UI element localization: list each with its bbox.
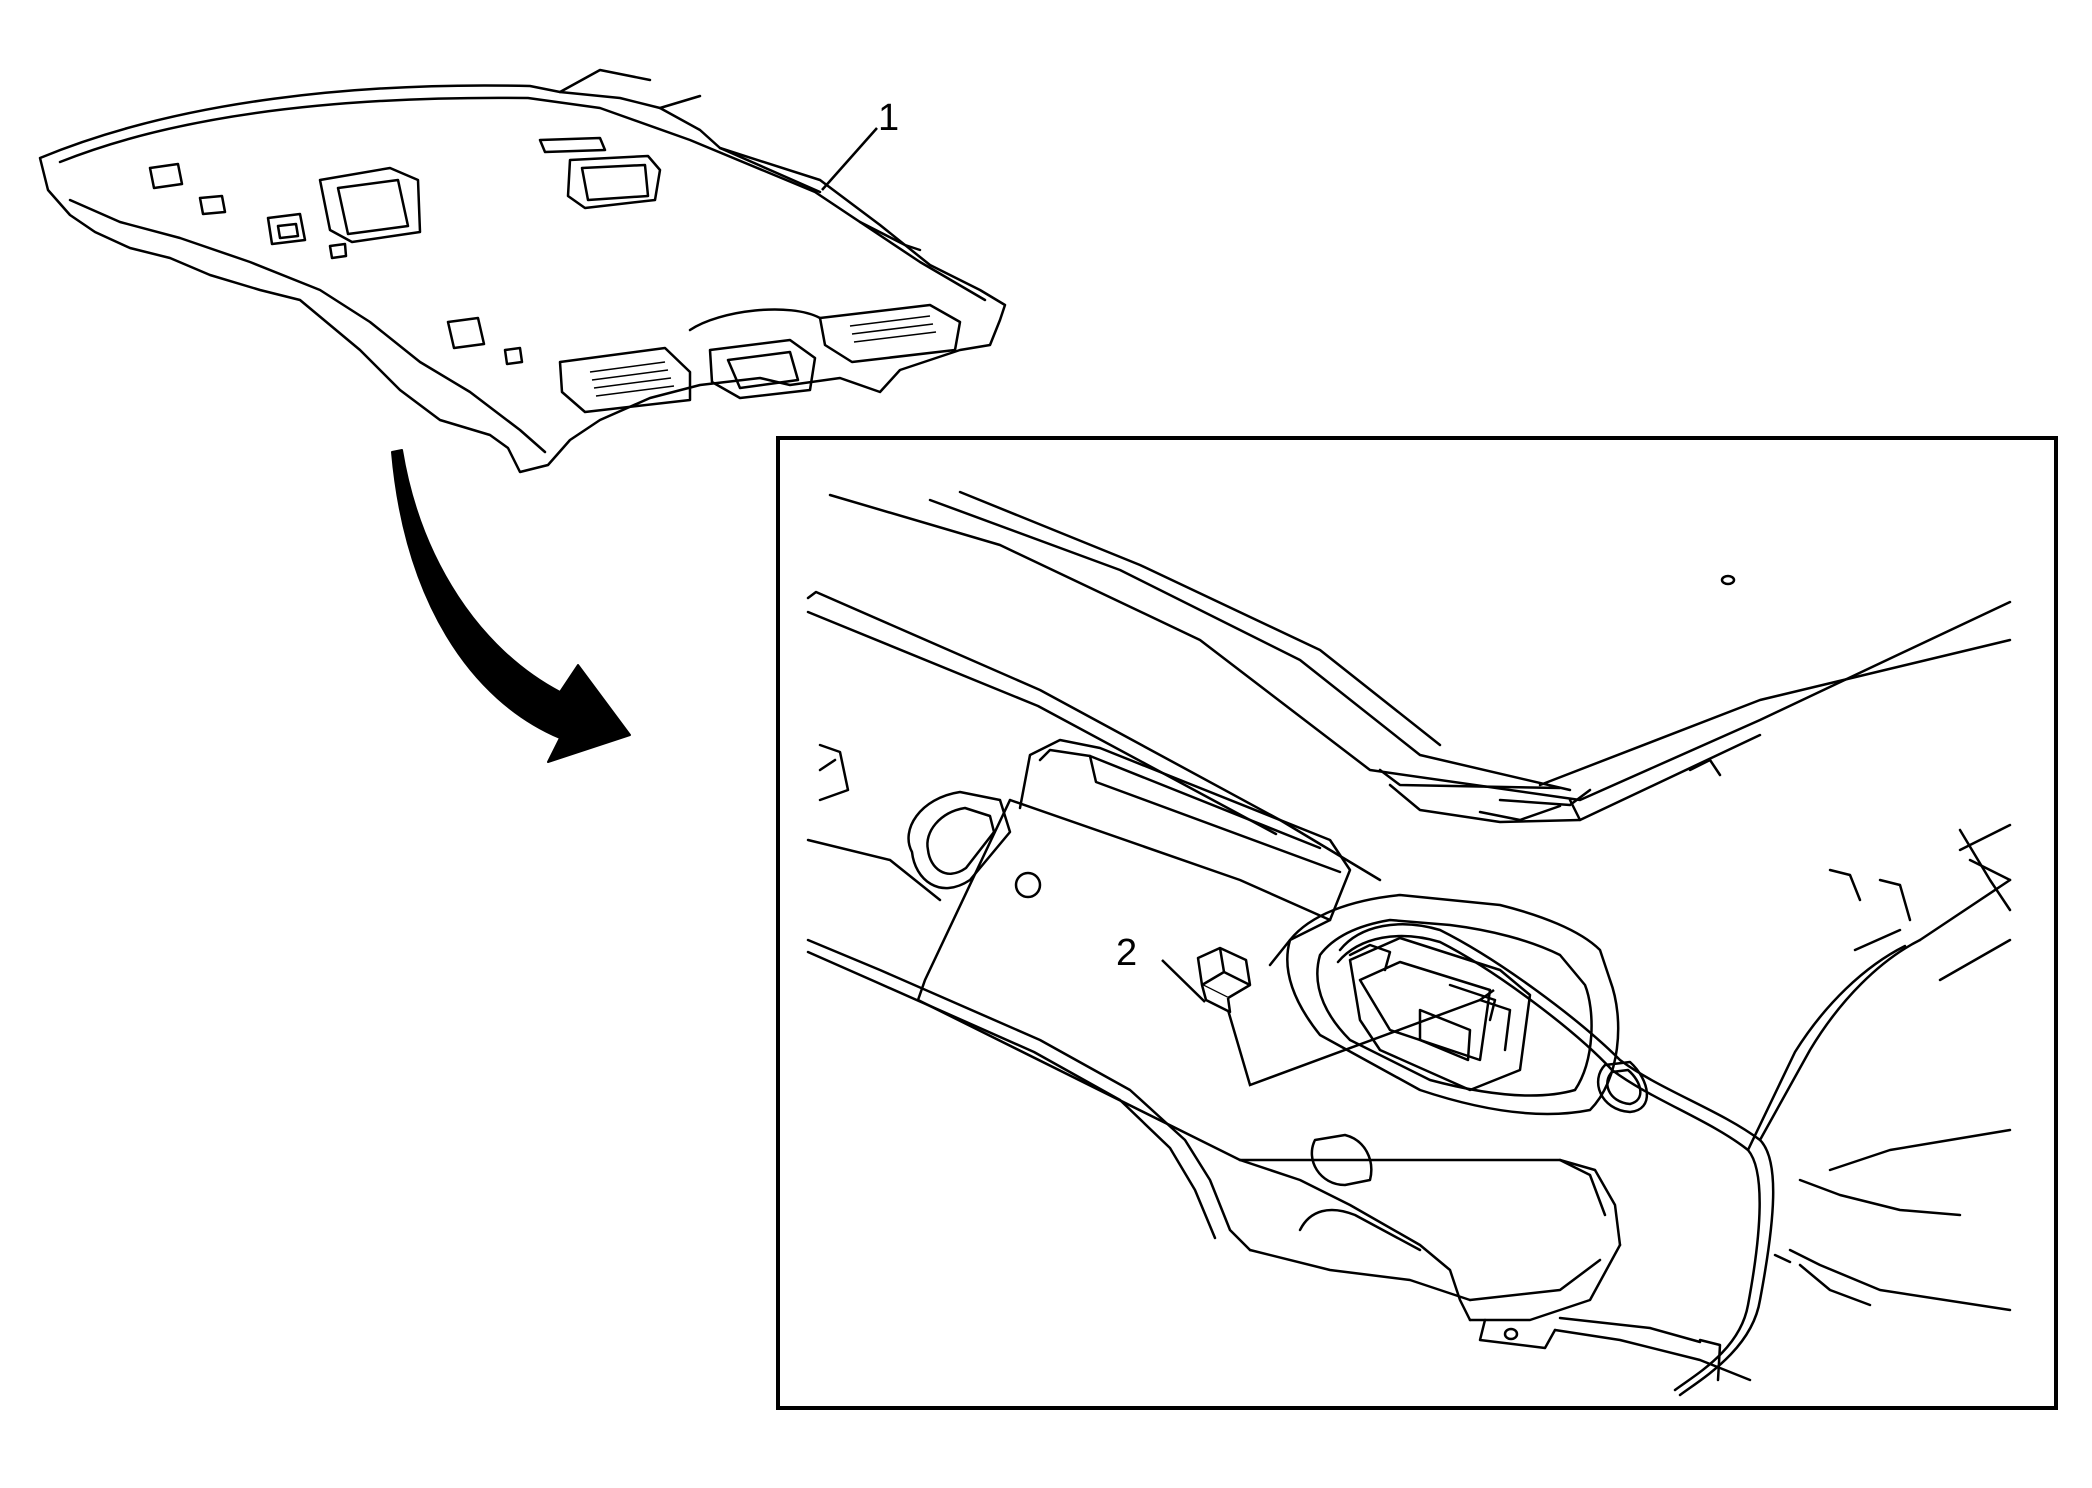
rear-speaker-grille-left xyxy=(558,346,692,414)
curved-arrow-icon xyxy=(391,449,631,763)
small-hole xyxy=(1720,574,1736,586)
callout-1-label: 1 xyxy=(878,97,899,139)
speaker-hatching xyxy=(589,315,937,397)
dome-lamp-opening xyxy=(708,338,817,400)
detail-headliner-front-edge xyxy=(828,493,2012,802)
callout-1-leader xyxy=(821,127,878,191)
callout-2-label: 2 xyxy=(1116,932,1137,974)
grommet-right xyxy=(1596,1060,1649,1114)
lower-panel xyxy=(806,938,1252,1252)
headliner-outline xyxy=(38,84,1007,474)
electrical-connector xyxy=(1196,946,1252,1014)
rear-speaker-grille-right xyxy=(818,303,962,364)
roof-console-module xyxy=(1348,936,1532,1092)
wire-harness xyxy=(1338,923,1775,1397)
detail-inset: 2 xyxy=(776,436,2058,1410)
callout-2-leaders xyxy=(1161,959,1495,1087)
sunshade-pocket-left xyxy=(318,166,422,244)
lower-cutout xyxy=(1310,1133,1373,1187)
mounting-tab xyxy=(1478,1318,1557,1350)
roof-console-opening xyxy=(1286,893,1620,1116)
sunshade-pocket-right xyxy=(566,154,662,210)
headliner-overview xyxy=(38,68,1007,474)
headliner-inner-rim xyxy=(58,96,987,302)
sunshade-recess xyxy=(1018,738,1352,967)
assist-handle-opening xyxy=(907,790,1012,890)
